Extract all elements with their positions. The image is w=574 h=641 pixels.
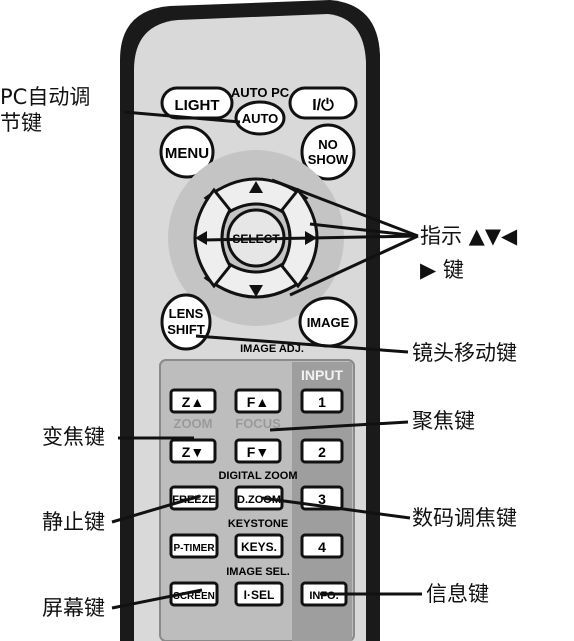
no-show-label-line1: NO [318,137,338,152]
digital-zoom-key-callout: 数码调焦键 [412,506,517,530]
light-button-label: LIGHT [175,97,220,114]
auto-pc-key-callout-line2: 节键 [0,111,42,135]
power-button-label: I/⏻ [312,97,334,114]
leader-lines [111,110,422,610]
image-sel-label: IMAGE SEL. [226,566,290,578]
input-3-label: 3 [318,491,326,507]
leader-lens-shift [195,334,409,354]
auto-pc-label: AUTO PC [231,85,290,100]
leader-auto-pc [123,110,241,124]
keystone-button-label: KEYS. [241,540,277,554]
leader-dpad-right [309,222,419,238]
lens-shift-key-callout: 镜头移动键 [412,341,517,365]
focus-up-button[interactable] [234,388,282,414]
d-zoom-button[interactable] [234,485,284,511]
auto-pc-key-callout: PC自动调 节键 [0,84,90,136]
lens-shift-label-line2: SHIFT [167,322,205,337]
direction-keys-callout-line1: 指示 ▲▼◀ [420,224,518,248]
freeze-key-callout: 静止键 [42,510,105,534]
no-show-label-line2: SHOW [308,152,349,167]
dpad-down-button[interactable] [203,260,309,299]
leader-dpad-up [271,178,419,238]
focus-up-label: F▲ [247,394,269,410]
input-1-button[interactable] [300,388,344,414]
leader-d-zoom [261,496,411,520]
dpad-left-button[interactable] [193,187,232,289]
info-key-callout: 信息键 [426,582,489,606]
image-button-label: IMAGE [307,315,350,330]
p-timer-button[interactable] [169,533,219,559]
input-4-button[interactable] [300,533,344,559]
leader-focus [269,420,409,432]
auto-pc-key-callout-line1: PC自动调 [0,85,91,109]
d-zoom-label: D.ZOOM [237,494,281,506]
focus-down-button[interactable] [234,438,282,464]
image-adj-label: IMAGE ADJ. [240,343,304,355]
input-4-label: 4 [318,539,326,555]
screen-button[interactable] [169,581,219,607]
down-arrow-icon [249,285,263,297]
leader-dpad-down [289,234,419,297]
menu-button[interactable] [159,125,215,179]
leader-screen [111,588,203,610]
auto-button-label: AUTO [242,111,279,126]
focus-label: FOCUS [235,416,281,431]
menu-button-label: MENU [165,145,209,162]
zoom-up-button[interactable] [169,388,217,414]
zoom-down-button[interactable] [169,438,217,464]
direction-keys-callout-line2: ▶ 键 [420,258,464,282]
zoom-down-label: Z▼ [182,444,204,460]
input-2-label: 2 [318,444,326,460]
keystone-button[interactable] [234,533,284,559]
leader-dpad-left [203,234,419,242]
digital-zoom-label: DIGITAL ZOOM [218,470,297,482]
image-sel-button-label: I·SEL [244,588,275,602]
input-2-button[interactable] [300,438,344,464]
zoom-up-label: Z▲ [182,394,204,410]
freeze-label: FREEZE [172,494,215,506]
info-label: INFO. [309,590,338,602]
zoom-key-callout: 变焦键 [42,425,105,449]
input-1-label: 1 [318,394,326,410]
focus-down-label: F▼ [247,444,269,460]
dpad-up-button[interactable] [203,177,309,216]
lens-shift-label-line1: LENS [169,306,204,321]
focus-key-callout: 聚焦键 [412,409,475,433]
direction-keys-callout: 指示 ▲▼◀ ▶ 键 [420,223,517,283]
input-label: INPUT [301,367,343,383]
no-show-button[interactable] [300,123,356,181]
screen-label: SCREEN [173,591,215,602]
image-sel-button[interactable] [234,581,284,607]
keystone-label: KEYSTONE [228,518,288,530]
p-timer-label: P-TIMER [173,543,215,554]
power-button[interactable] [288,86,358,120]
up-arrow-icon [249,181,263,193]
auto-button[interactable] [234,100,286,136]
screen-key-callout: 屏幕键 [42,596,105,620]
zoom-label: ZOOM [174,416,213,431]
left-arrow-icon [195,231,207,245]
leader-freeze [111,494,201,524]
